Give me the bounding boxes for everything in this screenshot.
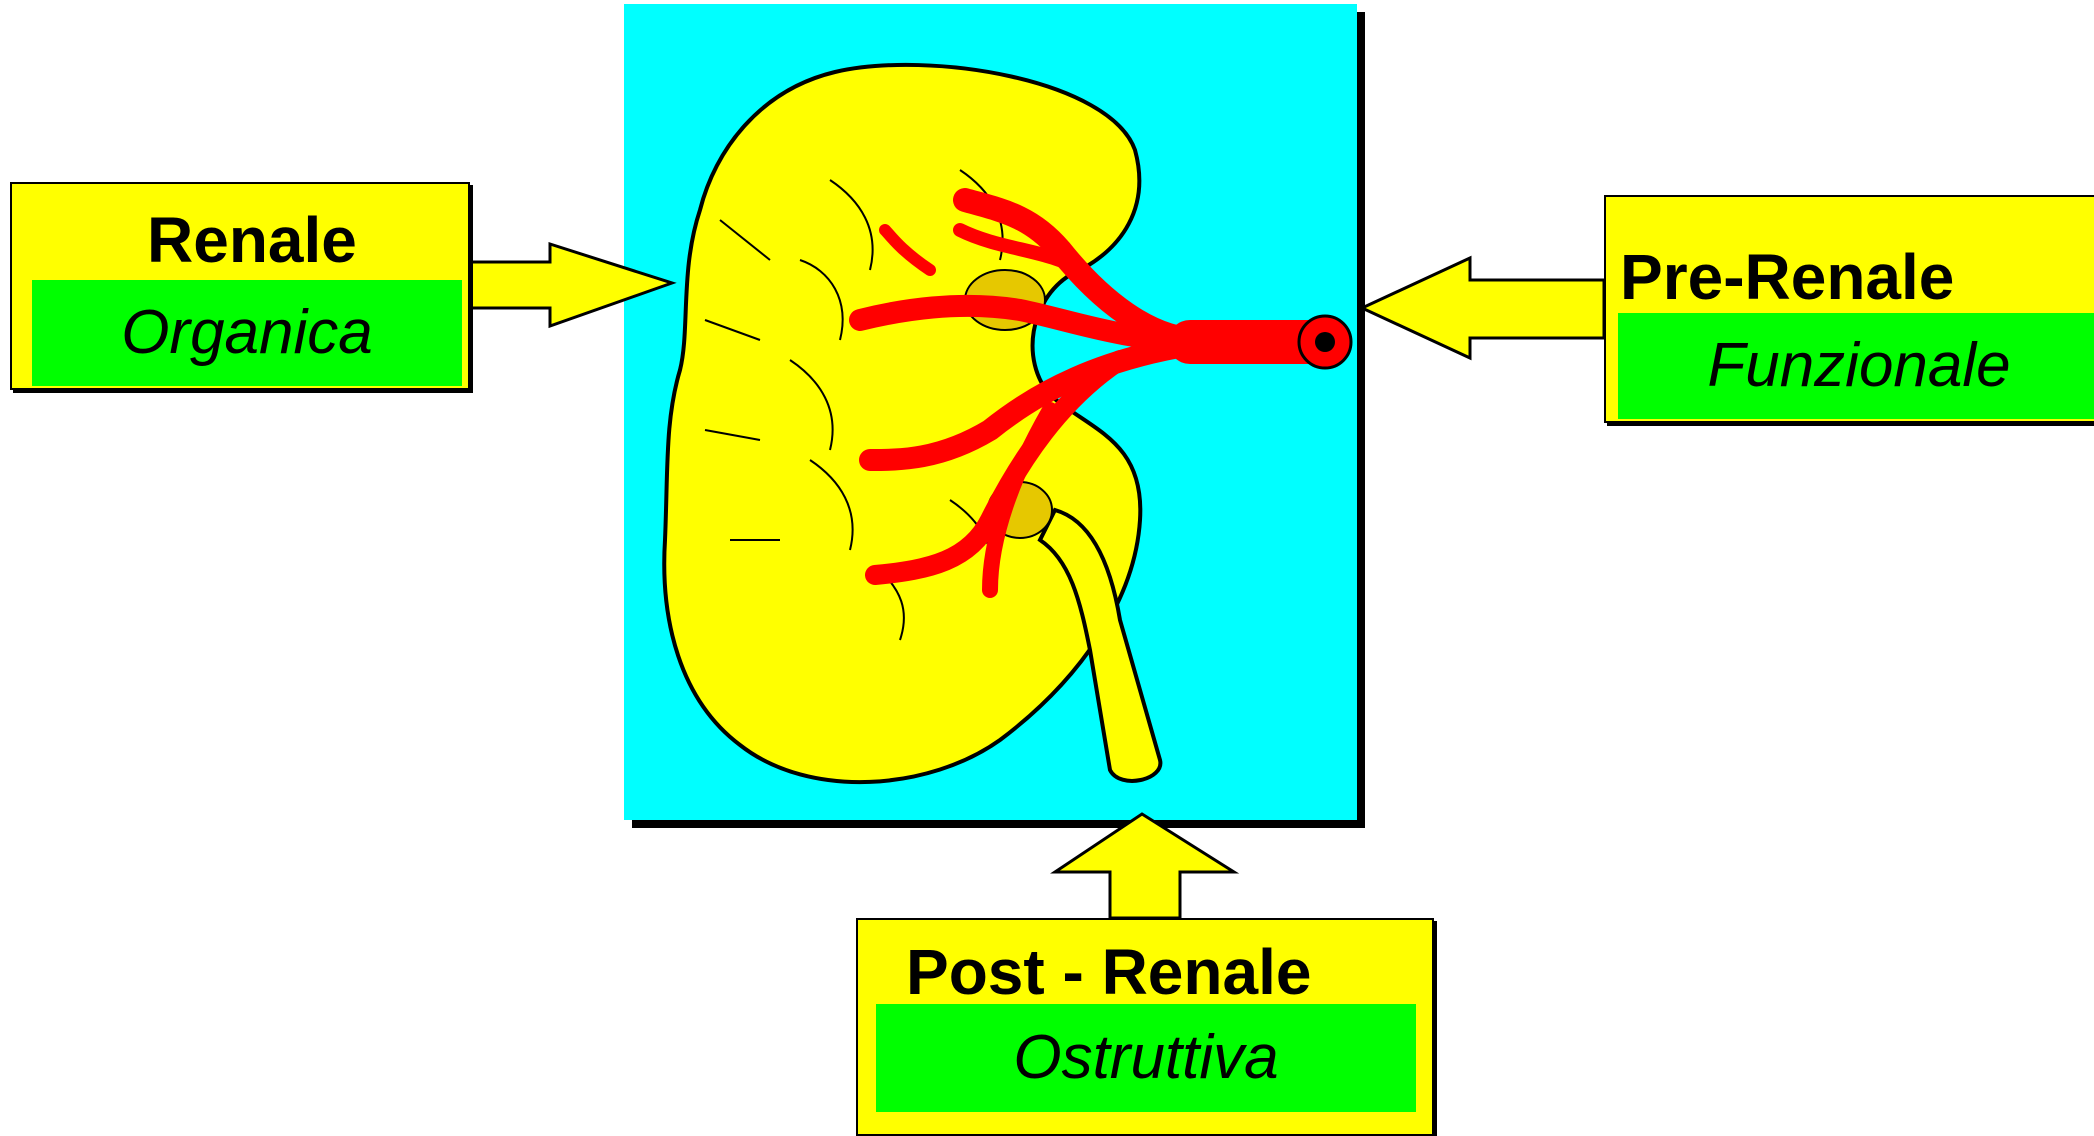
label-pre-renale: Pre-Renale Funzionale: [1604, 195, 2094, 423]
label-renale-subtitle: Organica: [32, 280, 462, 386]
arrow-postrenale: [1055, 814, 1234, 918]
label-post-renale-title: Post - Renale: [906, 940, 1432, 1004]
artery-lumen: [1315, 332, 1335, 352]
kidney-shape: [664, 65, 1140, 782]
label-pre-renale-subtitle: Funzionale: [1618, 313, 2094, 419]
arrow-prerenale: [1362, 258, 1604, 358]
label-renale-title: Renale: [147, 208, 468, 272]
label-post-renale-subtitle: Ostruttiva: [876, 1004, 1416, 1112]
label-pre-renale-title: Pre-Renale: [1620, 245, 2094, 309]
label-post-renale: Post - Renale Ostruttiva: [856, 918, 1434, 1136]
label-renale: Renale Organica: [10, 182, 470, 390]
